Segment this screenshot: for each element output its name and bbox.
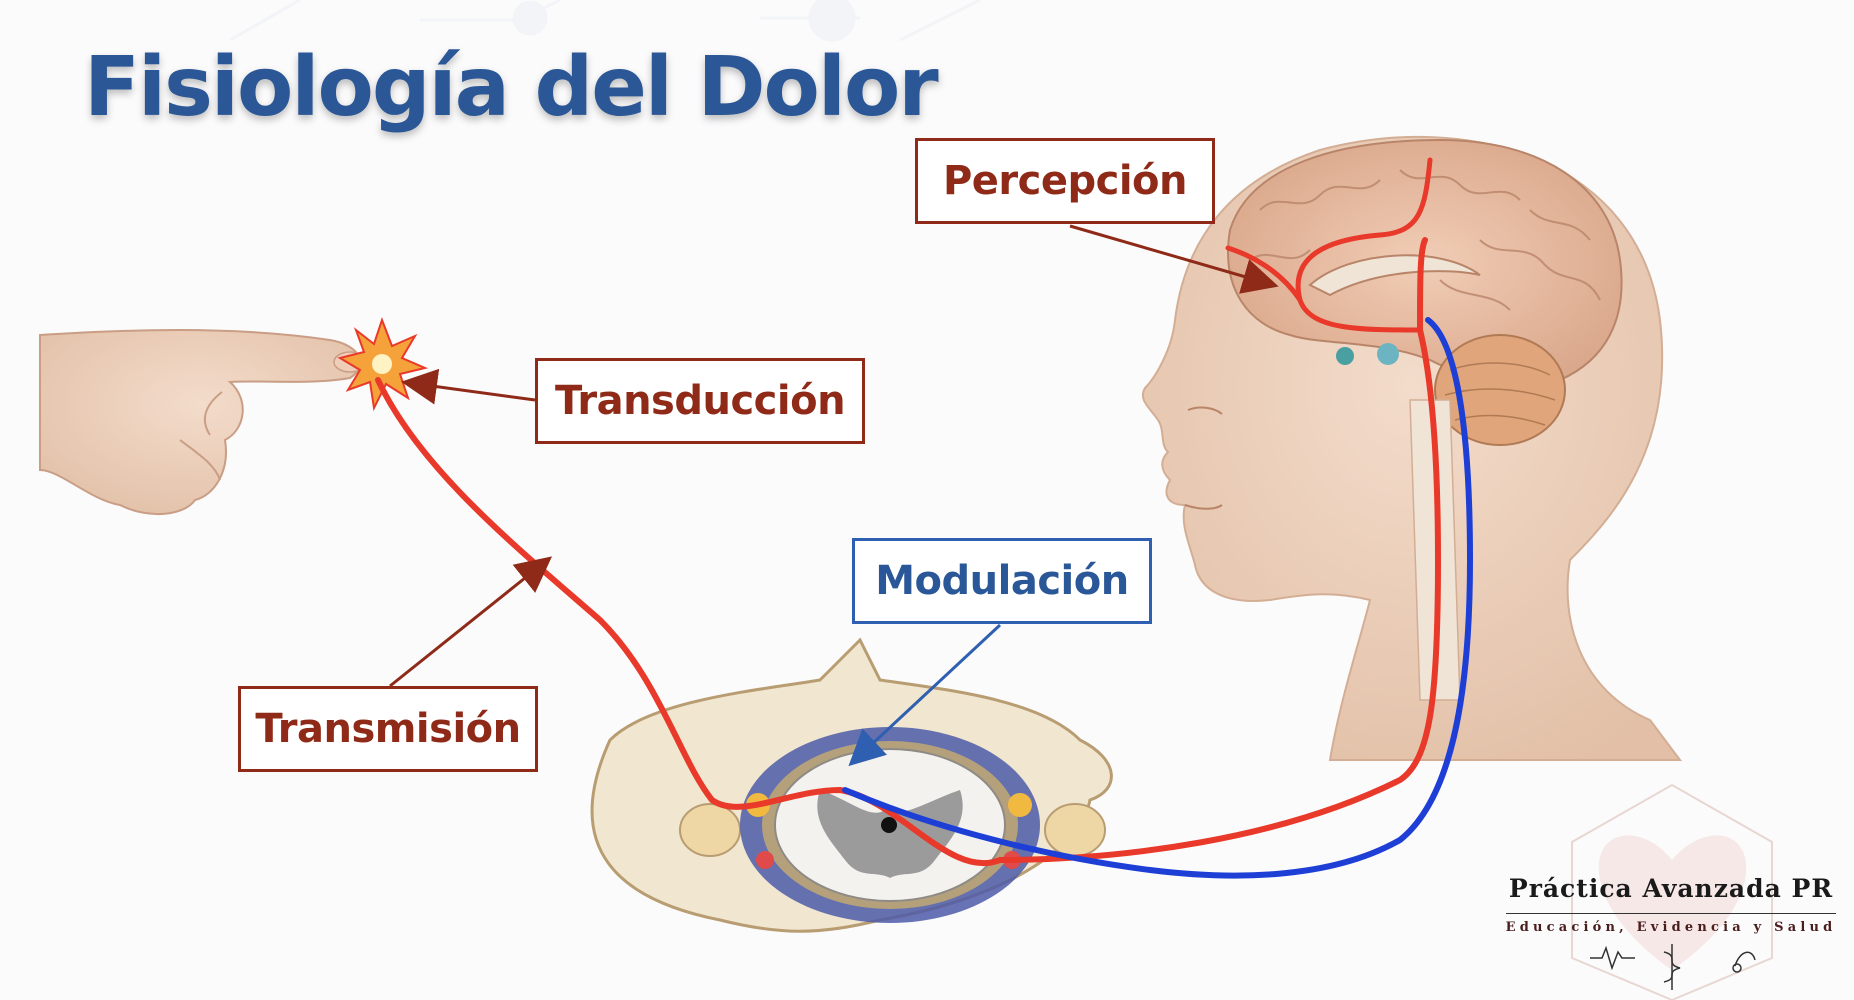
stethoscope-icon	[1732, 951, 1756, 973]
descending-pathway-line	[842, 317, 1474, 879]
label-transmision: Transmisión	[238, 686, 538, 772]
label-transduccion: Transducción	[535, 358, 865, 444]
brand-logo	[1571, 783, 1773, 1000]
percepcion-pointer-arrow	[1069, 224, 1279, 294]
label-percepcion: Percepción	[915, 138, 1215, 224]
page-title: Fisiología del Dolor	[84, 40, 939, 135]
spinal-cord-cross-section	[590, 637, 1113, 933]
brand-name: Práctica Avanzada PR	[1508, 874, 1834, 903]
ascending-pathway-line	[1295, 157, 1433, 333]
heartbeat-icon	[1590, 945, 1635, 971]
background-decoration	[229, 0, 981, 42]
hand-illustration	[39, 329, 367, 516]
ascending-pathway-line	[375, 237, 1442, 867]
label-modulacion: Modulación	[852, 538, 1152, 624]
transduccion-pointer-arrow	[401, 368, 536, 405]
caduceus-icon	[1663, 944, 1681, 990]
head-illustration	[1141, 135, 1682, 761]
brand-tagline: Educación, Evidencia y Salud	[1505, 913, 1837, 935]
brand-block: Práctica Avanzada PR Educación, Evidenci…	[1488, 874, 1854, 936]
modulacion-pointer-arrow	[848, 623, 1002, 767]
transmision-pointer-arrow	[389, 556, 553, 688]
